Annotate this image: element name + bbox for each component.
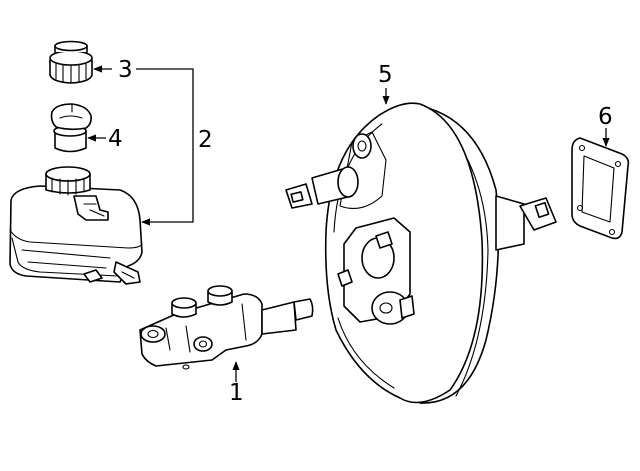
leader-lines [87, 65, 610, 382]
callout-6: 6 [598, 104, 613, 130]
reservoir-cap-part [49, 40, 93, 84]
callout-2: 2 [198, 127, 213, 153]
fluid-reservoir-part [9, 166, 143, 285]
callout-3: 3 [118, 57, 133, 83]
leader-bracket-2 [136, 68, 194, 226]
reservoir-filter-part [50, 103, 92, 153]
brake-booster-part [285, 102, 557, 404]
master-cylinder-part [139, 285, 314, 370]
callout-2-backdrop [194, 125, 216, 151]
callout-5: 5 [378, 62, 393, 88]
callout-1: 1 [229, 380, 244, 406]
callout-4: 4 [108, 126, 123, 152]
gasket-part [571, 137, 630, 240]
